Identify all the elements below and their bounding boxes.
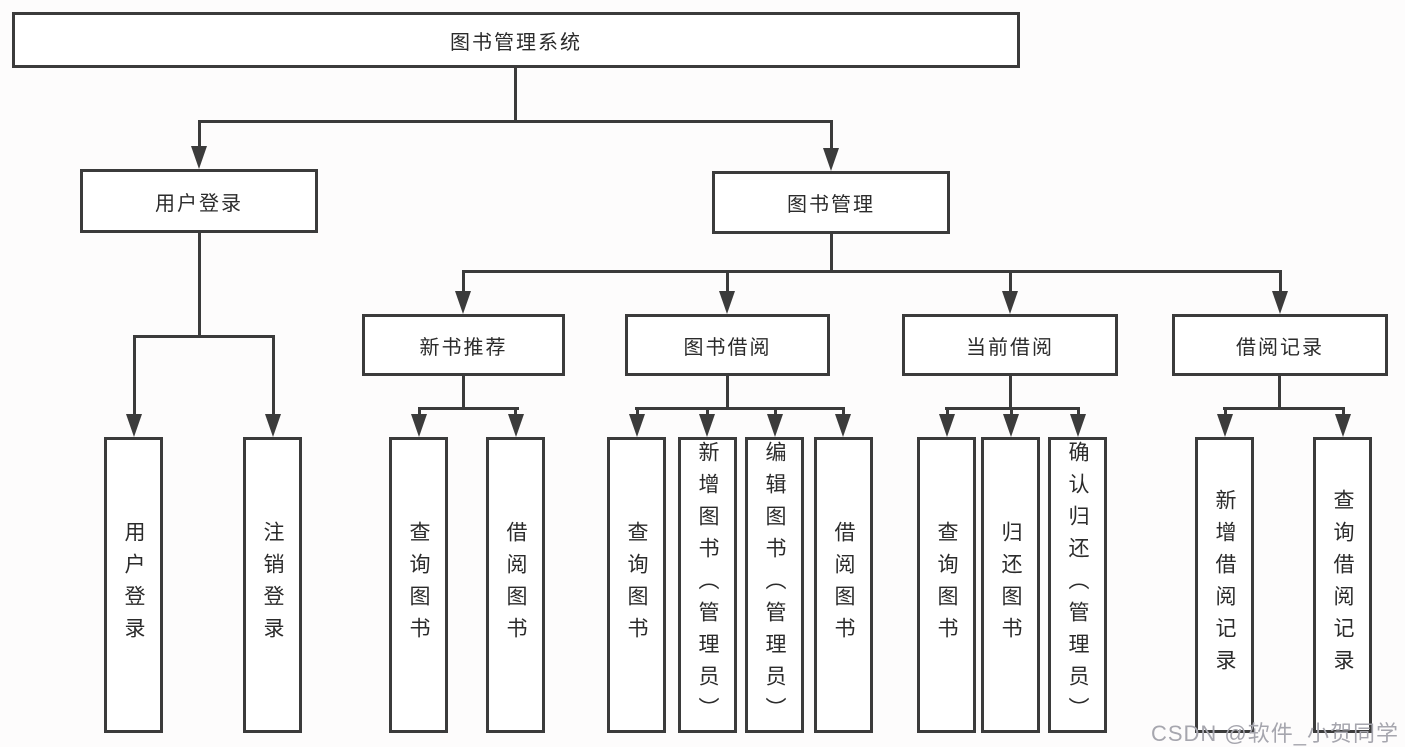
arrow-down-icon [1217,414,1233,437]
leaf-logout: 注销登录 [243,437,302,733]
arrow-down-icon [1003,414,1019,437]
connector-shaft [1224,407,1227,417]
connector-shaft [636,407,639,417]
node-label: 用户登录 [155,192,243,215]
connector-book-mgmt-shaft [830,120,833,148]
node-book-borrow: 图书借阅 [625,314,830,376]
arrow-down-icon [126,414,142,437]
connector-root-drop [514,68,517,120]
connector-login-drop [198,232,201,337]
arrow-down-icon [1335,414,1351,437]
node-user-login: 用户登录 [80,169,318,233]
arrow-down-icon [1002,291,1018,314]
arrow-down-icon [1070,414,1086,437]
arrow-down-icon [1272,291,1288,314]
connector-shaft [946,407,949,417]
connector-mgmt-drop [830,234,833,272]
node-label: 借阅图书 [504,521,527,649]
arrow-down-icon [191,146,207,169]
node-current-borrow: 当前借阅 [902,314,1118,376]
arrow-down-icon [939,414,955,437]
leaf-query-books-borrow: 查询图书 [607,437,666,733]
connector-shaft [1279,270,1282,292]
node-label: 编辑图书（管理员） [763,441,786,729]
node-book-management: 图书管理 [712,171,950,234]
node-label: 图书管理 [787,194,875,216]
connector-level3-rail [462,270,1282,273]
connector-rail [418,407,519,410]
leaf-borrow-books: 借阅图书 [814,437,873,733]
arrow-down-icon [767,414,783,437]
leaf-return-books: 归还图书 [981,437,1040,733]
node-label: 借阅图书 [832,521,855,649]
watermark: CSDN @软件_小贺同学 [1150,721,1399,746]
arrow-down-icon [835,414,851,437]
node-label: 查询图书 [407,521,430,649]
leaf-user-login: 用户登录 [104,437,163,733]
arrow-down-icon [629,414,645,437]
node-label: 图书管理系统 [450,31,582,54]
node-label: 用户登录 [122,521,145,649]
arrow-down-icon [823,148,839,171]
node-label: 注销登录 [261,521,284,649]
connector-drop [1278,376,1281,410]
node-label: 借阅记录 [1236,336,1324,359]
connector-rail [635,407,845,410]
leaf-confirm-return-admin: 确认归还（管理员） [1048,437,1107,733]
arrow-down-icon [508,414,524,437]
leaf-borrow-books-recommend: 借阅图书 [486,437,545,733]
node-label: 新增图书（管理员） [696,441,719,729]
connector-shaft [1077,407,1080,417]
node-label: 确认归还（管理员） [1066,441,1089,729]
connector-drop [1009,376,1012,410]
connector-level2-rail [198,120,832,123]
node-root: 图书管理系统 [12,12,1020,68]
connector-shaft [462,270,465,292]
leaf-query-books-current: 查询图书 [917,437,976,733]
connector-rail [1223,407,1345,410]
leaf-add-borrow-record: 新增借阅记录 [1195,437,1254,733]
connector-drop [462,376,465,410]
node-new-book-recommend: 新书推荐 [362,314,565,376]
node-label: 当前借阅 [966,336,1054,359]
connector-shaft [706,407,709,417]
leaf-query-books-recommend: 查询图书 [389,437,448,733]
node-label: 归还图书 [999,521,1022,649]
leaf-add-book-admin: 新增图书（管理员） [678,437,737,733]
connector-shaft [1009,270,1012,292]
connector-user-login-shaft [198,120,201,147]
connector-shaft [514,407,517,417]
arrow-down-icon [455,291,471,314]
arrow-down-icon [411,414,427,437]
node-borrow-records: 借阅记录 [1172,314,1388,376]
connector-shaft [774,407,777,417]
node-label: 查询借阅记录 [1331,489,1354,681]
arrow-down-icon [265,414,281,437]
connector-drop [726,376,729,410]
node-label: 新书推荐 [419,336,508,359]
connector-shaft [133,335,136,415]
node-label: 图书借阅 [683,336,772,359]
leaf-query-borrow-record: 查询借阅记录 [1313,437,1372,733]
connector-shaft [726,270,729,292]
node-label: 查询图书 [935,521,958,649]
node-label: 新增借阅记录 [1213,489,1236,681]
arrow-down-icon [719,291,735,314]
connector-login-rail [133,335,275,338]
connector-shaft [418,407,421,417]
connector-shaft [1010,407,1013,417]
node-label: 查询图书 [625,521,648,649]
leaf-edit-book-admin: 编辑图书（管理员） [745,437,804,733]
connector-shaft [272,335,275,415]
connector-shaft [1342,407,1345,417]
arrow-down-icon [699,414,715,437]
connector-shaft [842,407,845,417]
